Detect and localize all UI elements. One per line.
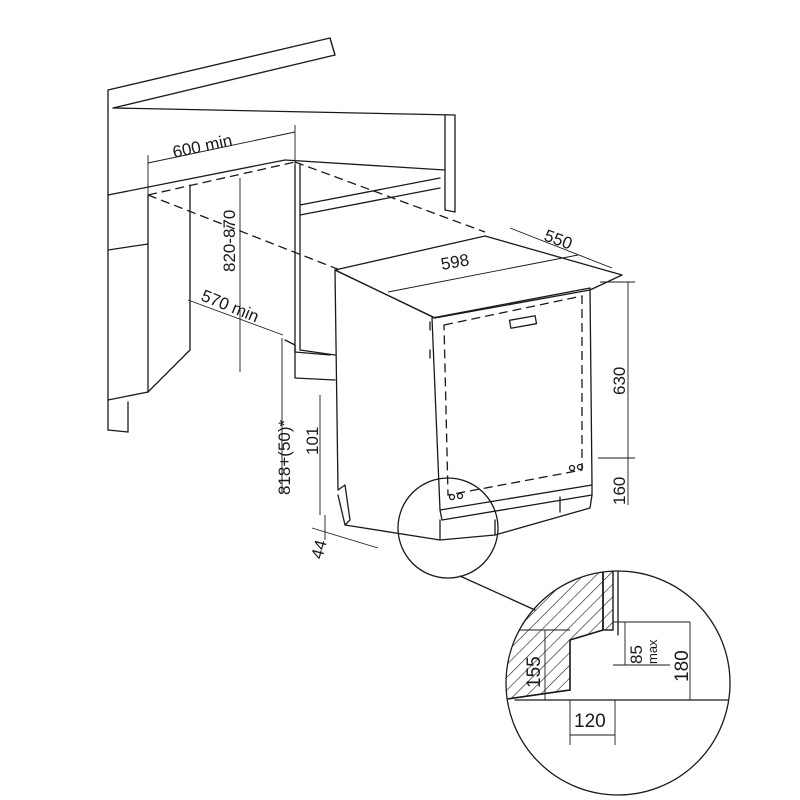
label-total-height: 180 bbox=[672, 650, 693, 682]
label-appliance-width: 598 bbox=[439, 250, 470, 274]
label-panel-note: max bbox=[645, 639, 660, 664]
label-panel-height: 85 bbox=[627, 645, 646, 664]
label-step-height: 155 bbox=[524, 656, 545, 688]
label-niche-depth: 570 min bbox=[199, 286, 262, 326]
label-base-height: 160 bbox=[610, 477, 629, 505]
label-cabinet-width: 600 min bbox=[171, 131, 234, 162]
detail-view: 155 85 max 180 120 bbox=[506, 571, 730, 745]
dimension-lines bbox=[147, 125, 635, 549]
kitchen-cabinets bbox=[107, 37, 456, 433]
label-appliance-depth: 550 bbox=[542, 226, 575, 254]
label-plinth-height: 101 bbox=[303, 427, 322, 455]
label-niche-height: 820-870 bbox=[220, 210, 239, 272]
label-plinth-total: 818+(50)* bbox=[275, 419, 294, 495]
label-step-depth: 120 bbox=[574, 711, 606, 732]
niche-outline bbox=[147, 161, 486, 271]
dishwasher bbox=[334, 235, 623, 541]
label-body-height: 630 bbox=[610, 367, 629, 395]
label-foot-offset: 44 bbox=[308, 538, 331, 561]
